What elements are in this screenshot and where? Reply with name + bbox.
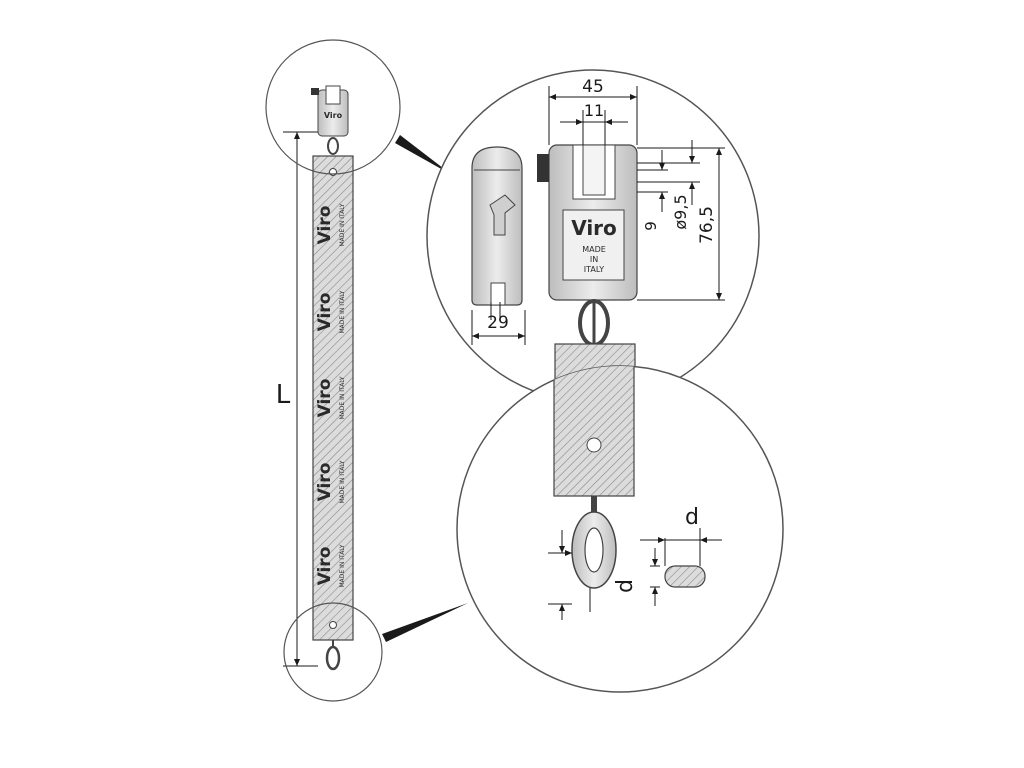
- wire-cross-section: d: [640, 505, 722, 606]
- gap-dimension: 9: [637, 150, 668, 231]
- end-link-large: [571, 511, 617, 589]
- height-dimension: 76,5: [637, 147, 725, 301]
- sleeve-print-1: Viro MADE IN ITALY: [315, 203, 346, 246]
- sleeve-print-3: Viro MADE IN ITALY: [315, 376, 346, 419]
- lock-side-view: [471, 146, 523, 320]
- sleeve-print-5: Viro MADE IN ITALY: [315, 544, 346, 587]
- slot-value: 11: [584, 101, 604, 120]
- depth-value: 29: [487, 313, 509, 333]
- length-label: L: [276, 380, 291, 410]
- lock-front-view: Viro MADE IN ITALY: [537, 144, 638, 347]
- svg-text:Viro: Viro: [315, 206, 335, 245]
- detail-end-link: d d: [456, 365, 784, 693]
- depth-dimension: 29: [471, 310, 526, 345]
- plate-line-1: MADE: [582, 245, 606, 254]
- height-value: 76,5: [697, 206, 717, 244]
- plate-line-2: IN: [590, 255, 598, 264]
- plate-line-3: ITALY: [584, 265, 604, 274]
- lock-head-small: Viro: [311, 85, 349, 155]
- length-dimension: L: [276, 131, 318, 667]
- end-link-small: [325, 640, 341, 671]
- link-diameter-value-a: d: [613, 579, 638, 593]
- gap-value: 9: [642, 221, 660, 231]
- plate-brand: Viro: [571, 216, 617, 240]
- svg-text:MADE IN ITALY: MADE IN ITALY: [339, 376, 346, 419]
- zoom-circle-top: [265, 39, 401, 175]
- sleeve-print-2: Viro MADE IN ITALY: [315, 290, 346, 333]
- svg-text:MADE IN ITALY: MADE IN ITALY: [339, 290, 346, 333]
- svg-text:Viro: Viro: [315, 379, 335, 418]
- slot-dimension: 11: [560, 101, 628, 145]
- sleeve-print-4: Viro MADE IN ITALY: [315, 460, 346, 503]
- leader-bottom: [382, 603, 468, 642]
- pin-diameter-dimension: ø9,5: [637, 140, 700, 230]
- svg-text:MADE IN ITALY: MADE IN ITALY: [339, 460, 346, 503]
- link-diameter-dimension-a: d: [548, 530, 638, 620]
- chain-sleeve: Viro MADE IN ITALY Viro MADE IN ITALY Vi…: [312, 155, 354, 641]
- full-chain-lock-view: L Viro Viro MADE IN ITALY Viro MADE IN I…: [265, 39, 401, 702]
- svg-text:MADE IN ITALY: MADE IN ITALY: [339, 203, 346, 246]
- width-value: 45: [582, 77, 604, 97]
- svg-text:MADE IN ITALY: MADE IN ITALY: [339, 544, 346, 587]
- leader-top: [395, 135, 452, 175]
- link-diameter-value-b: d: [685, 505, 699, 530]
- svg-text:Viro: Viro: [315, 293, 335, 332]
- svg-text:Viro: Viro: [315, 463, 335, 502]
- zoom-circle-bottom: [283, 602, 383, 702]
- detail-lock-head: 29 Viro MADE IN ITALY: [426, 69, 760, 403]
- svg-text:Viro: Viro: [315, 547, 335, 586]
- pin-diameter-value: ø9,5: [671, 194, 690, 229]
- width-dimension: 45: [548, 77, 638, 145]
- sleeve-stub-bottom: [553, 366, 635, 497]
- lock-brand-small: Viro: [324, 111, 343, 120]
